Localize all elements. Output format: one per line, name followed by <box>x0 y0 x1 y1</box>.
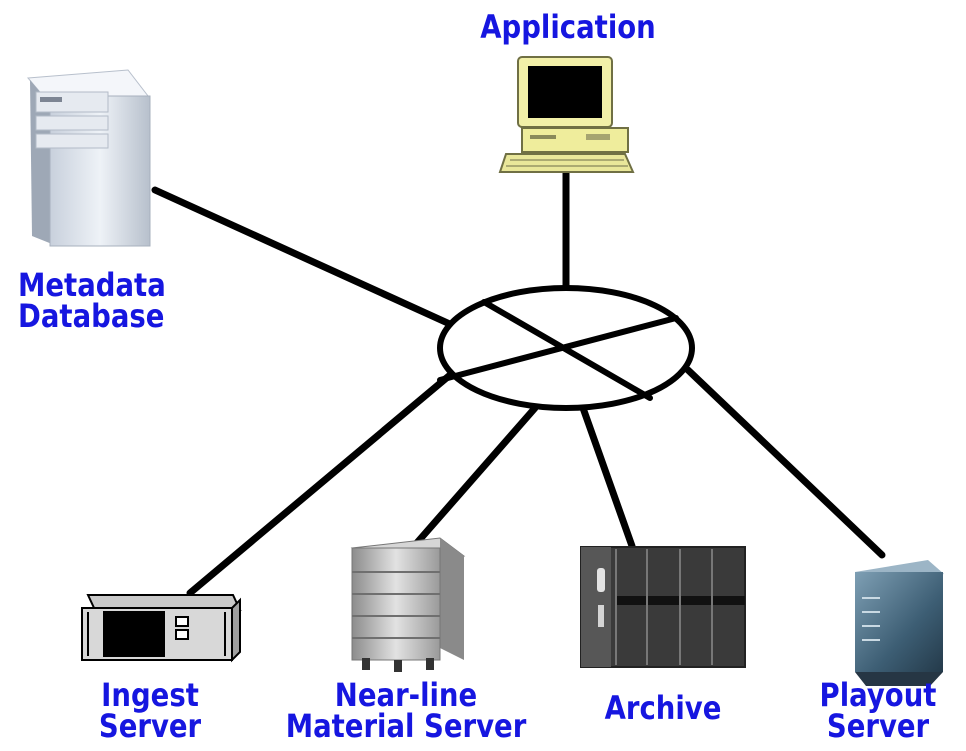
database-server-icon <box>26 69 151 247</box>
application-label: Application <box>465 8 671 46</box>
hub-cross-line-2 <box>437 315 679 383</box>
network-links <box>151 166 886 597</box>
ingest-server-icon <box>81 594 242 663</box>
metadata-database-label-line-2: Database <box>18 297 165 335</box>
playout-server-label-line-2: Server <box>826 707 930 745</box>
metadata-database-label: Metadata Database <box>18 266 173 335</box>
playout-server-label-line-1: Playout <box>819 676 937 714</box>
playout-server-icon <box>855 560 944 686</box>
tape-library-icon <box>580 546 746 668</box>
nearline-material-server-label-line-1: Near-line <box>334 676 478 714</box>
link-archive <box>579 404 636 550</box>
link-metadata-database <box>151 186 456 329</box>
link-nearline-material-server <box>411 404 539 549</box>
nearline-material-server-label: Near-line Material Server <box>285 676 527 745</box>
archive-label-line-1: Archive <box>604 689 722 727</box>
hub-cross-line-1 <box>481 299 653 401</box>
ingest-server-label-line-2: Server <box>98 707 202 745</box>
network-hub <box>437 285 695 411</box>
link-playout-server <box>684 366 886 559</box>
playout-server-label: Playout Server <box>802 676 953 745</box>
application-label-line-1: Application <box>480 8 656 46</box>
nearline-material-server-label-line-2: Material Server <box>285 707 527 745</box>
archive-label: Archive <box>577 689 749 727</box>
computer-icon <box>498 56 635 173</box>
storage-server-icon <box>350 537 466 672</box>
ingest-server-label: Ingest Server <box>64 676 236 745</box>
link-ingest-server <box>186 371 454 597</box>
ingest-server-label-line-1: Ingest <box>101 676 199 714</box>
metadata-database-label-line-1: Metadata <box>18 266 166 304</box>
